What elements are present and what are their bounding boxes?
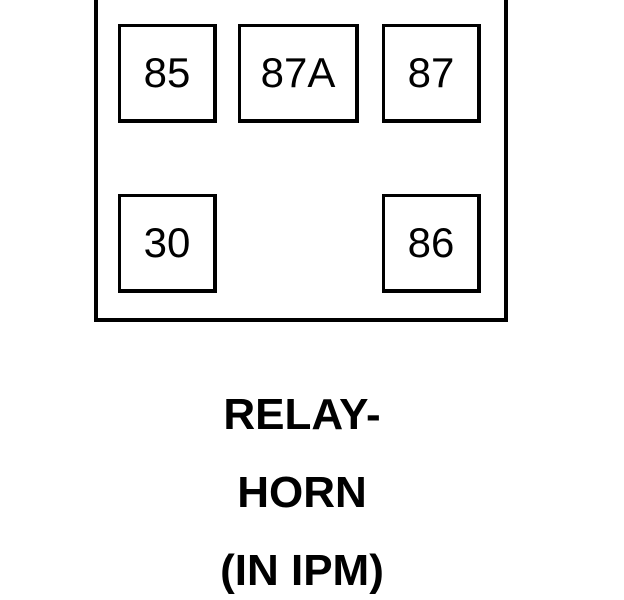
terminal-87a-label: 87A: [260, 49, 336, 96]
terminal-85: 85: [118, 24, 217, 123]
caption-line-1: RELAY-: [223, 390, 381, 439]
terminal-87a: 87A: [238, 24, 359, 123]
terminal-87-label: 87: [407, 49, 455, 96]
terminal-30: 30: [118, 194, 217, 293]
relay-outline: [94, 0, 508, 322]
terminal-86: 86: [382, 194, 481, 293]
terminal-87: 87: [382, 24, 481, 123]
caption-line-2: HORN: [237, 468, 367, 517]
caption-line-3: (IN IPM): [220, 546, 384, 595]
terminal-86-label: 86: [407, 219, 455, 266]
terminal-85-label: 85: [143, 49, 191, 96]
terminal-30-label: 30: [143, 219, 191, 266]
